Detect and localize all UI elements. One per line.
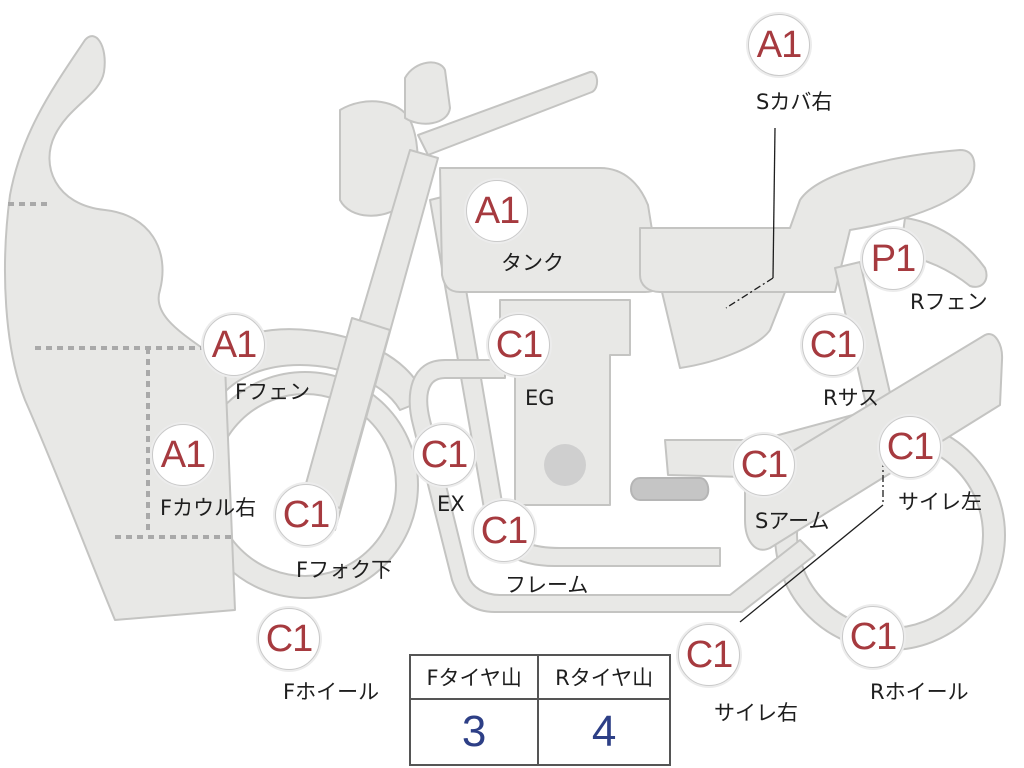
front-fork-lower-shape (301, 317, 391, 509)
part-label-front-fork-lower: Fフォク下 (296, 558, 393, 582)
exhaust-shape (408, 359, 816, 613)
part-label-silencer-right: サイレ右 (714, 701, 798, 725)
part-label-side-cover-right: Sカバ右 (756, 90, 833, 114)
front-tire-tread-value: 3 (408, 698, 540, 766)
grade-badge-rear-suspension: C1 (802, 314, 864, 376)
grade-badge-front-fork-lower: C1 (275, 484, 337, 546)
grade-badge-frame: C1 (473, 500, 535, 562)
part-label-tank: タンク (501, 251, 564, 275)
grade-badge-front-cowl-right: A1 (152, 424, 214, 486)
grade-badge-swing-arm: C1 (733, 434, 795, 496)
tire-tread-table: Fタイヤ山 Rタイヤ山 3 4 (408, 654, 671, 766)
grade-badge-front-wheel: C1 (258, 608, 320, 670)
part-label-swing-arm: Sアーム (755, 509, 830, 533)
part-label-exhaust: EX (437, 492, 465, 516)
part-label-front-wheel: Fホイール (283, 680, 380, 704)
part-label-front-cowl-right: Fカウル右 (160, 496, 257, 520)
part-label-frame: フレーム (505, 573, 589, 597)
part-label-rear-fender: Rフェン (910, 290, 988, 314)
grade-badge-front-fender: A1 (203, 314, 265, 376)
side-cover-shape (661, 291, 786, 369)
part-label-silencer-left: サイレ左 (898, 490, 982, 514)
rear-tire-tread-value: 4 (537, 698, 671, 766)
part-label-front-fender: Fフェン (235, 380, 311, 404)
rear-tire-tread-header: Rタイヤ山 (537, 654, 671, 700)
handlebar-shape (417, 70, 598, 156)
part-label-rear-wheel: Rホイール (870, 680, 969, 704)
grade-badge-exhaust: C1 (413, 424, 475, 486)
part-label-engine: EG (525, 386, 555, 410)
grade-badge-silencer-right: C1 (678, 624, 740, 686)
grade-badge-silencer-left: C1 (879, 416, 941, 478)
front-cowl-shape (4, 35, 236, 621)
rear-fender-shape (899, 217, 988, 288)
seat-shape (639, 149, 976, 293)
silencer-shape (744, 333, 1004, 551)
grade-badge-side-cover-right: A1 (748, 14, 810, 76)
grade-badge-engine: C1 (488, 314, 550, 376)
front-wheel-shape (191, 371, 419, 599)
grade-badge-rear-fender: P1 (862, 228, 924, 290)
footpeg-shape (630, 477, 710, 501)
grade-badge-tank: A1 (466, 180, 528, 242)
mirror-shape (404, 61, 451, 125)
part-label-rear-suspension: Rサス (823, 386, 880, 410)
front-tire-tread-header: Fタイヤ山 (408, 654, 540, 700)
grade-badge-rear-wheel: C1 (842, 606, 904, 668)
